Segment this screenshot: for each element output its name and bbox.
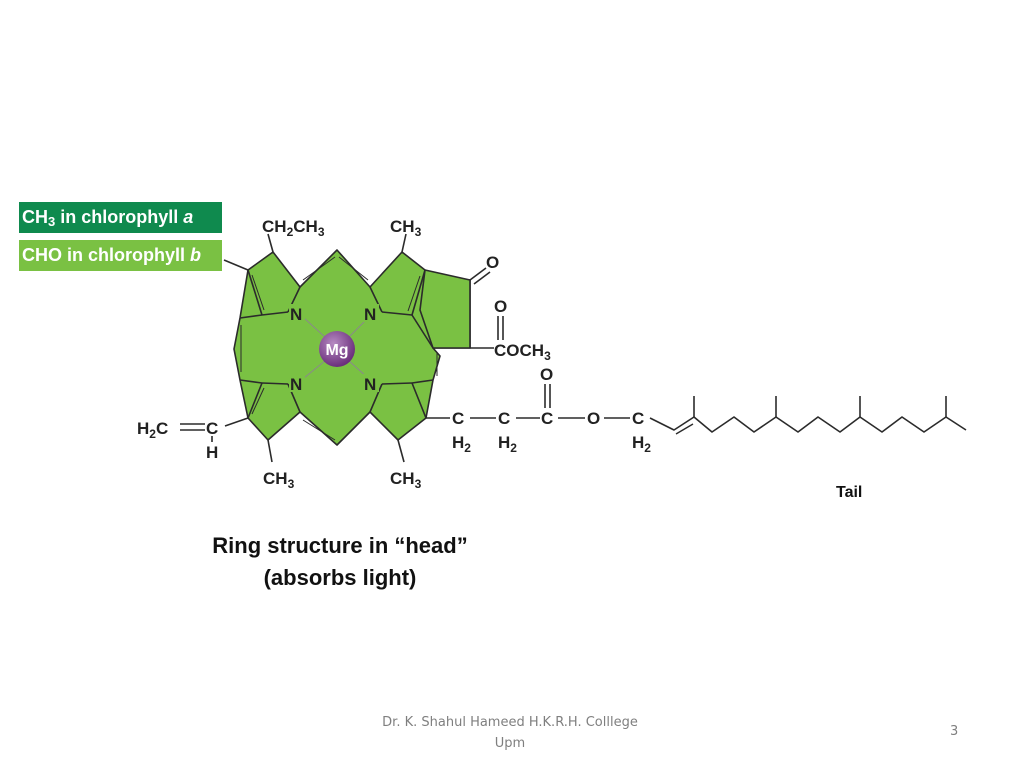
nitrogen-bottom-right: N bbox=[364, 375, 376, 394]
methyl-ester-label: COCH3 bbox=[494, 341, 551, 363]
chain-carbon-1: C bbox=[452, 409, 464, 428]
phytol-tail bbox=[649, 416, 967, 433]
ester-carbonyl-oxygen: O bbox=[494, 297, 507, 316]
legend-chlorophyll-b: CHO in chlorophyll b bbox=[19, 240, 222, 271]
footer-line-1: Dr. K. Shahul Hameed H.K.R.H. Colllege bbox=[382, 715, 638, 730]
chain-carbonyl-oxygen: O bbox=[540, 365, 553, 384]
page-number: 3 bbox=[950, 724, 959, 739]
nitrogen-top-left: N bbox=[290, 305, 302, 324]
cyclopentanone-ring bbox=[419, 269, 471, 349]
chain-h2-1: H2 bbox=[452, 433, 471, 455]
legend-b-italic: b bbox=[190, 245, 202, 265]
substituent-bonds bbox=[180, 233, 630, 463]
magnesium-label: Mg bbox=[325, 342, 348, 359]
tail-methyl-branches bbox=[693, 396, 947, 417]
chain-h2-4: H2 bbox=[632, 433, 651, 455]
legend-a-subscript: 3 bbox=[48, 214, 56, 229]
legend-a-italic: a bbox=[183, 207, 194, 227]
legend-a-prefix: CH bbox=[22, 207, 48, 227]
chain-ester-oxygen: O bbox=[587, 409, 600, 428]
ethyl-group-label: CH2CH3 bbox=[262, 217, 325, 239]
legend-a-text: in chlorophyll bbox=[55, 207, 184, 227]
methyl-bottom-left-label: CH3 bbox=[263, 469, 295, 491]
magnesium-atom bbox=[319, 331, 355, 367]
chain-carbonyl-carbon: C bbox=[541, 409, 553, 428]
nitrogen-bottom-left: N bbox=[290, 375, 302, 394]
nitrogen-top-right: N bbox=[364, 305, 376, 324]
footer-line-2: Upm bbox=[494, 736, 526, 751]
chain-carbon-2: C bbox=[498, 409, 510, 428]
chain-carbon-4: C bbox=[632, 409, 644, 428]
vinyl-h-label: H bbox=[206, 443, 218, 462]
legend-b-text: CHO in chlorophyll bbox=[22, 245, 191, 265]
legend-chlorophyll-a: CH3 in chlorophyll a bbox=[19, 202, 222, 233]
chain-h2-2: H2 bbox=[498, 433, 517, 455]
methyl-top-label: CH3 bbox=[390, 217, 422, 239]
caption-line-1: Ring structure in “head” bbox=[212, 533, 468, 558]
atom-labels: CH2CH3 CH3 O O COCH3 H2C C H CH3 CH3 C C… bbox=[137, 217, 651, 491]
caption-line-2: (absorbs light) bbox=[263, 565, 417, 590]
vinyl-h2c-label: H2C bbox=[137, 419, 168, 441]
methyl-bottom-right-label: CH3 bbox=[390, 469, 422, 491]
pyrrole-bonds bbox=[239, 256, 438, 441]
ketone-oxygen: O bbox=[486, 253, 499, 272]
tail-label: Tail bbox=[836, 484, 863, 501]
head-caption: Ring structure in “head” (absorbs light) bbox=[140, 530, 540, 594]
vinyl-c-label: C bbox=[206, 419, 218, 438]
footer-author: Dr. K. Shahul Hameed H.K.R.H. Colllege U… bbox=[360, 712, 660, 754]
